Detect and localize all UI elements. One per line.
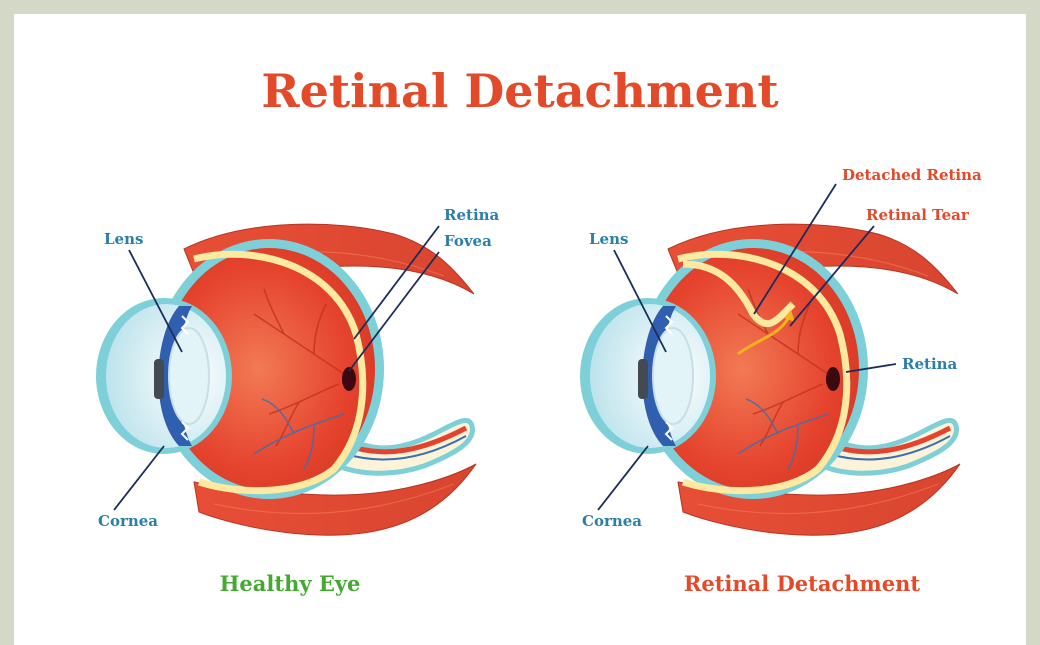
healthy-lens-label: Lens [104, 230, 143, 248]
detached-eye-caption: Retinal Detachment [684, 571, 920, 596]
healthy-eye-caption: Healthy Eye [220, 571, 361, 596]
detached-retina-label: Detached Retina [842, 166, 982, 184]
detached-cornea-label: Cornea [582, 512, 642, 530]
cornea-leader-line-healthy [114, 446, 164, 510]
page-title: Retinal Detachment [261, 64, 779, 118]
healthy-retina-label: Retina [444, 206, 500, 224]
illustration-canvas: Retinal Detachment Lens Cornea Retina Fo… [14, 14, 1026, 645]
retinal-detachment-diagram: Retinal Detachment Lens Cornea Retina Fo… [14, 14, 1026, 645]
detached-eye-illustration [580, 224, 960, 535]
detached-eye-anatomy-graphic [580, 224, 960, 535]
cornea-leader-line-detached [598, 446, 648, 510]
retinal-tear-label: Retinal Tear [866, 206, 970, 224]
healthy-eye-illustration [96, 224, 476, 535]
healthy-eye-anatomy-graphic [96, 224, 476, 535]
detached-lens-label: Lens [589, 230, 628, 248]
detached-retina-layer-label: Retina [902, 355, 958, 373]
healthy-fovea-label: Fovea [444, 232, 492, 250]
healthy-cornea-label: Cornea [98, 512, 158, 530]
